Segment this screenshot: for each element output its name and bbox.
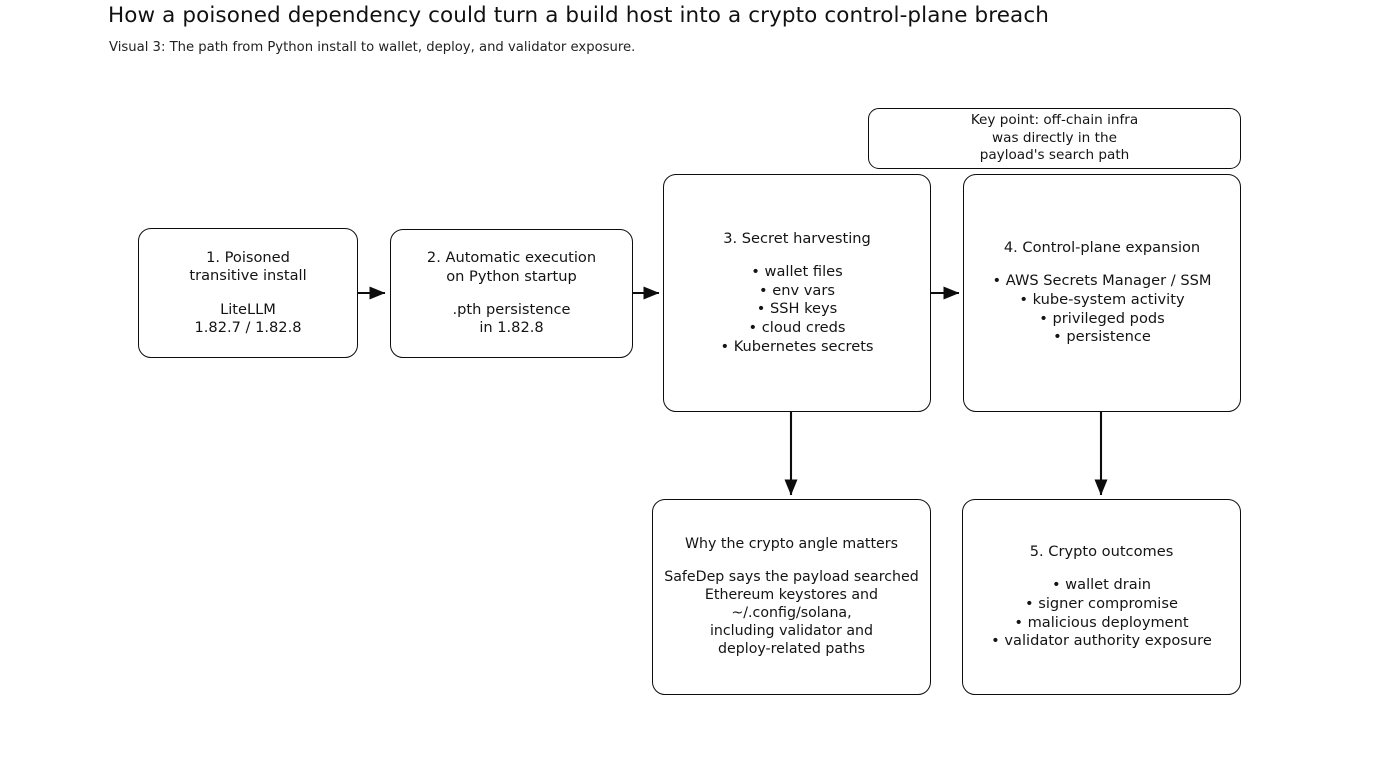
node-step-3-secret-harvesting[interactable]: 3. Secret harvesting • wallet files • en…: [663, 174, 931, 412]
page-subtitle: Visual 3: The path from Python install t…: [109, 40, 636, 55]
node-step-4-body: • AWS Secrets Manager / SSM • kube-syste…: [992, 272, 1212, 346]
node-why-heading: Why the crypto angle matters: [685, 535, 898, 552]
node-step-5-body: • wallet drain • signer compromise • mal…: [991, 576, 1212, 650]
node-why-body: SafeDep says the payload searched Ethere…: [664, 568, 919, 658]
node-why-crypto-angle-matters[interactable]: Why the crypto angle matters SafeDep say…: [652, 499, 931, 695]
node-step-5-heading: 5. Crypto outcomes: [1029, 542, 1174, 560]
node-step-3-heading: 3. Secret harvesting: [723, 229, 871, 247]
node-step-2-body: .pth persistence in 1.82.8: [452, 301, 571, 337]
page-title: How a poisoned dependency could turn a b…: [108, 3, 1049, 28]
node-step-2-heading: 2. Automatic execution on Python startup: [426, 249, 597, 285]
node-step-1-body: LiteLLM 1.82.7 / 1.82.8: [194, 300, 302, 336]
node-key-point-heading: Key point: off-chain infra was directly …: [970, 111, 1139, 164]
node-step-4-control-plane-expansion[interactable]: 4. Control-plane expansion • AWS Secrets…: [963, 174, 1241, 412]
node-step-2-automatic-execution[interactable]: 2. Automatic execution on Python startup…: [390, 229, 633, 358]
node-step-5-crypto-outcomes[interactable]: 5. Crypto outcomes • wallet drain • sign…: [962, 499, 1241, 695]
node-step-1-poisoned-transitive-install[interactable]: 1. Poisoned transitive install LiteLLM 1…: [138, 228, 358, 358]
node-step-3-body: • wallet files • env vars • SSH keys • c…: [720, 263, 874, 355]
node-key-point[interactable]: Key point: off-chain infra was directly …: [868, 108, 1241, 169]
node-step-4-heading: 4. Control-plane expansion: [1003, 238, 1201, 256]
node-step-1-heading: 1. Poisoned transitive install: [189, 248, 307, 285]
